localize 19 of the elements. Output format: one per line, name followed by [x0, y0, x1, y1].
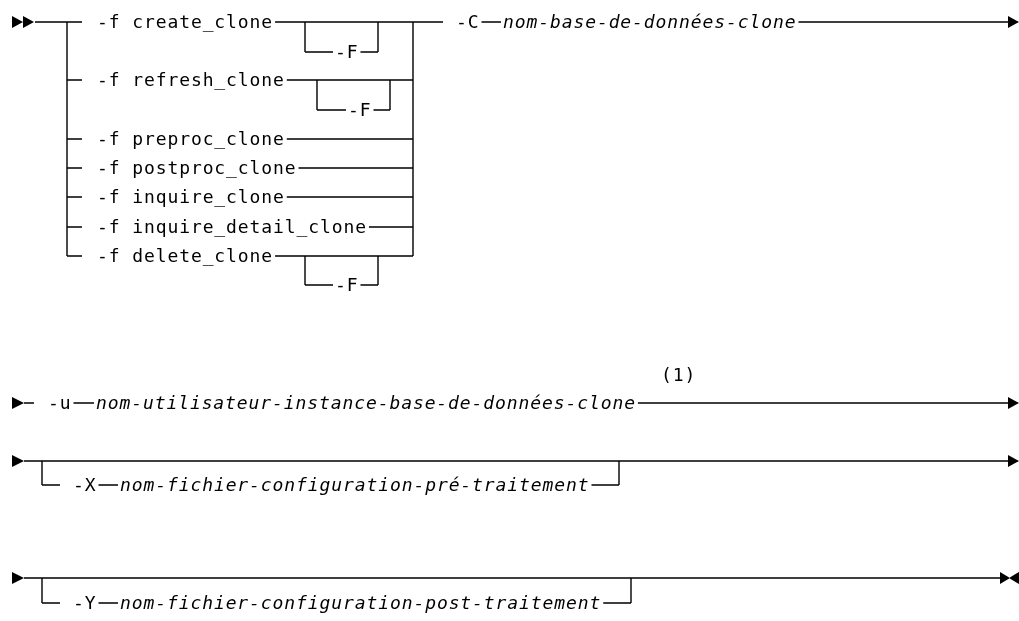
option-text: -f postproc_clone [97, 158, 297, 178]
parameter-name: nom-utilisateur-instance-base-de-données-clone [96, 393, 636, 413]
option-text: -f preproc_clone [97, 129, 285, 149]
parameter-name: nom-fichier-configuration-post-traitement [120, 593, 602, 613]
parameter-name: nom-base-de-données-clone [503, 12, 797, 32]
option-text: -Y [73, 593, 97, 613]
option-text: -X [73, 475, 97, 495]
option-text: -F [335, 275, 359, 295]
option-text: -C [456, 12, 480, 32]
option-text: -f create_clone [97, 12, 274, 32]
option-text: -f inquire_detail_clone [97, 217, 367, 237]
option-text: -u [48, 393, 72, 413]
footnote-marker: (1) [661, 365, 697, 385]
parameter-name: nom-fichier-configuration-pré-traitement [120, 475, 590, 495]
option-text: -F [335, 42, 359, 62]
option-text: -f inquire_clone [97, 187, 285, 207]
option-text: -F [348, 100, 372, 120]
option-text: -f refresh_clone [97, 70, 285, 90]
option-text: -f delete_clone [97, 246, 274, 266]
